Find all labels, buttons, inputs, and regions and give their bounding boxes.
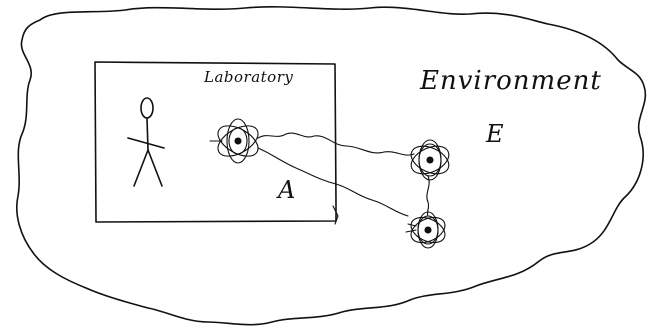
environment-boundary: [15, 6, 647, 326]
environment-label: Environment: [420, 66, 602, 96]
stick-figure-icon: [127, 97, 165, 187]
atom-icon: [209, 118, 259, 164]
laboratory-box: [94, 61, 337, 223]
system-e-label: E: [486, 120, 504, 148]
atom-icon: [405, 211, 446, 249]
entanglement-line-lower: [257, 147, 409, 217]
system-a-label: A: [278, 176, 296, 204]
entanglement-line-upper: [257, 132, 415, 156]
laboratory-label: Laboratory: [204, 68, 294, 86]
atom-icon: [410, 139, 450, 181]
laboratory-box-corner-stroke: [332, 205, 339, 225]
entanglement-line-environment: [426, 175, 430, 217]
